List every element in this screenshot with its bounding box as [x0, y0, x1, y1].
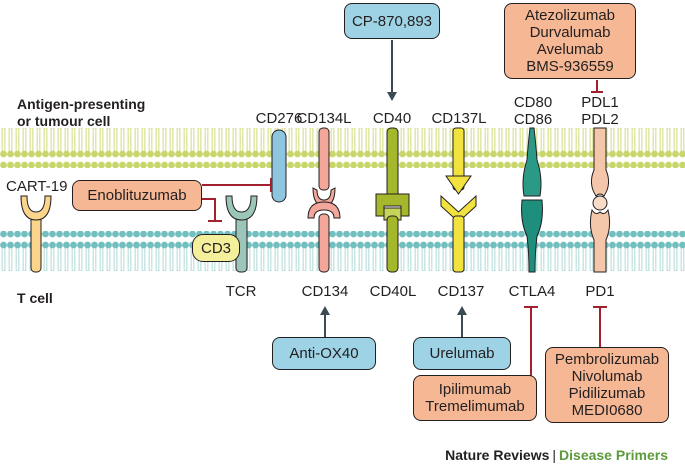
pd1-label: PD1	[585, 283, 615, 300]
cd3-box[interactable]: CD3	[192, 234, 240, 262]
drug-atezolizumab: Atezolizumab	[524, 7, 616, 24]
drug-durvalumab: Durvalumab	[529, 24, 611, 41]
cd137-label: CD137	[437, 283, 485, 300]
cd80-label: CD80	[513, 94, 553, 111]
drug-tremelimumab: Tremelimumab	[425, 398, 525, 415]
cd137l-label: CD137L	[431, 110, 487, 127]
cd137l-cd137-pair	[440, 127, 477, 273]
cd40l-label: CD40L	[369, 283, 417, 300]
inhibit-connectors	[200, 80, 607, 378]
pdl1-label: PDL1	[581, 94, 619, 111]
cd134-label: CD134	[301, 283, 349, 300]
tcr-label: TCR	[225, 283, 257, 300]
journal-series: Disease Primers	[559, 447, 668, 463]
credit-separator: |	[552, 447, 557, 463]
tcell-label: T cell	[17, 290, 53, 306]
pdl-pd1-pair	[589, 127, 611, 273]
cd134l-label: CD134L	[296, 110, 352, 127]
pdl1-inhibitors-box[interactable]: Atezolizumab Durvalumab Avelumab BMS-936…	[504, 3, 636, 79]
apc-label-line2: or tumour cell	[17, 113, 111, 129]
enoblituzumab-drug-box[interactable]: Enoblituzumab	[72, 180, 202, 211]
apc-membrane	[0, 128, 685, 168]
anti-ox40-drug-box[interactable]: Anti-OX40	[272, 337, 376, 370]
pdl2-label: PDL2	[581, 111, 619, 128]
cd40-cd40l-pair	[375, 127, 410, 273]
drug-nivolumab: Nivolumab	[571, 368, 643, 385]
drug-pidilizumab: Pidilizumab	[568, 385, 646, 402]
cd276-label: CD276	[255, 110, 303, 127]
ctla4-label: CTLA4	[508, 283, 556, 300]
tcell-membrane	[0, 231, 685, 271]
journal-credit: Nature Reviews|Disease Primers	[445, 447, 668, 463]
drug-ipilimumab: Ipilimumab	[438, 381, 512, 398]
urelumab-drug-box[interactable]: Urelumab	[413, 337, 511, 370]
cd276-receptor	[271, 129, 287, 203]
ctla4-inhibitors-box[interactable]: Ipilimumab Tremelimumab	[413, 375, 537, 421]
drug-bms936559: BMS-936559	[526, 58, 614, 75]
drug-avelumab: Avelumab	[536, 41, 604, 58]
cd80-cd86-ctla4-pair	[521, 127, 543, 273]
cd86-label: CD86	[513, 111, 553, 128]
drug-pembrolizumab: Pembrolizumab	[554, 351, 660, 368]
cp870893-drug-box[interactable]: CP-870,893	[344, 3, 440, 39]
drug-medi0680: MEDI0680	[571, 402, 643, 419]
journal-name: Nature Reviews	[445, 447, 550, 463]
cart19-label: CART-19	[6, 178, 68, 195]
cd134l-cd134-pair	[307, 127, 341, 273]
cart19-receptor	[20, 195, 52, 273]
stimulate-arrows	[320, 40, 467, 337]
apc-label-line1: Antigen-presenting	[17, 96, 146, 112]
pd1-inhibitors-box[interactable]: Pembrolizumab Nivolumab Pidilizumab MEDI…	[545, 347, 669, 423]
cd40-label: CD40	[372, 110, 412, 127]
